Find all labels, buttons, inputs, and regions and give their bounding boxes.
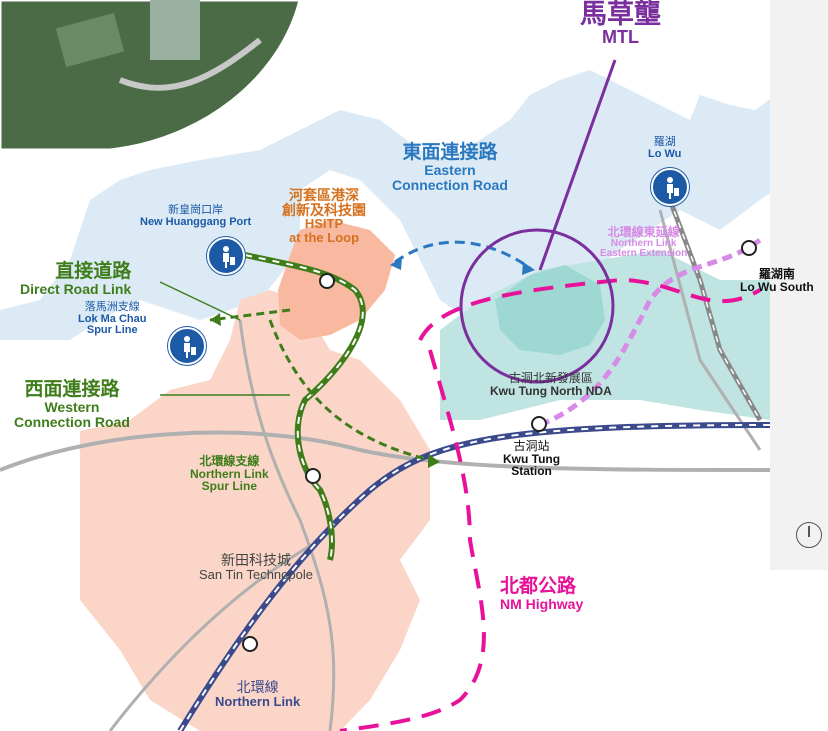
inset-building-a xyxy=(55,12,125,68)
nm-highway-south xyxy=(339,349,486,731)
traveller-icon xyxy=(184,336,196,358)
terrain-cutoff xyxy=(770,570,828,731)
san-tin-zh: 新田科技城 xyxy=(220,552,291,568)
lok-ma-chau-en2: Spur Line xyxy=(86,324,138,337)
mtl-pointer-line xyxy=(538,59,617,271)
northern-link-line-dash xyxy=(179,424,771,731)
road-west xyxy=(108,538,321,731)
eastern-connection-road-label: 東面連接路 Eastern Connection Road xyxy=(392,143,508,192)
compass-icon xyxy=(796,522,822,548)
lo-wu-south-station[interactable] xyxy=(741,240,757,256)
hsitp-en2: at the Loop xyxy=(288,230,360,246)
kwu-tung-nda-label: 古洞北新發展區 Kwu Tung North NDA xyxy=(490,372,612,397)
traveller-icon xyxy=(667,177,679,199)
kwu-tung-nda-en: Kwu Tung North NDA xyxy=(490,383,612,398)
lok-ma-chau-en1: Lok Ma Chau xyxy=(78,312,147,325)
direct-road-arrowhead xyxy=(210,313,221,326)
eastern-ext-en1: Northern Link xyxy=(610,237,677,249)
kwu-tung-station-marker[interactable] xyxy=(531,416,547,432)
road-main xyxy=(0,430,771,472)
western-road-en1: Western xyxy=(44,398,100,415)
direct-road-zh: 直接道路 xyxy=(55,261,132,282)
eastern-ext-zh: 北環線東延線 xyxy=(607,225,680,239)
eastern-road-en1: Eastern xyxy=(424,161,476,178)
direct-road-link-label: 直接道路 Direct Road Link xyxy=(20,262,131,297)
mtl-land xyxy=(495,265,605,355)
lo-wu-button[interactable] xyxy=(651,168,689,206)
kwu-tung-station-zh: 古洞站 xyxy=(513,439,550,453)
direct-road-en: Direct Road Link xyxy=(20,280,132,297)
western-road-en2: Connection Road xyxy=(14,413,130,430)
san-tin-technopole-area xyxy=(80,290,430,731)
northern-link-en: Northern Link xyxy=(215,693,301,709)
nm-highway-label: 北都公路 NM Highway xyxy=(500,577,583,612)
lo-wu-zh: 羅湖 xyxy=(653,136,676,148)
kwu-tung-station-label: 古洞站 Kwu Tung Station xyxy=(503,440,560,478)
hsitp-en1: HSITP xyxy=(304,216,344,232)
huanggang-port-button[interactable] xyxy=(207,237,245,275)
nm-highway-en: NM Highway xyxy=(500,595,584,612)
road-lo-wu xyxy=(658,209,762,451)
lo-wu-south-label: 羅湖南 Lo Wu South xyxy=(740,268,814,293)
eastern-extension-label: 北環線東延線 Northern Link Eastern Extension xyxy=(600,226,687,260)
san-tin-en: San Tin Technopole xyxy=(199,566,313,582)
lo-wu-south-en: Lo Wu South xyxy=(740,279,814,294)
hsitp-zh2: 創新及科技園 xyxy=(282,201,366,218)
hsitp-station[interactable] xyxy=(319,273,335,289)
mtl-label: 馬草壟 MTL xyxy=(580,0,661,47)
eastern-road-arrowhead-west xyxy=(390,257,402,270)
western-connection-road-label: 西面連接路 Western Connection Road xyxy=(14,380,130,429)
eastern-road-en2: Connection Road xyxy=(392,176,508,193)
huanggang-zh: 新皇崗口岸 xyxy=(168,204,224,216)
san-tin-station[interactable] xyxy=(242,636,258,652)
direct-road-link-line xyxy=(209,308,291,322)
huanggang-en: New Huanggang Port xyxy=(140,215,252,228)
eastern-connection-road-line xyxy=(394,240,531,270)
kwu-tung-station-en2: Station xyxy=(511,464,552,479)
hsitp-label: 河套區港深 創新及科技園 HSITP at the Loop xyxy=(282,188,366,245)
spur-line-en2: Spur Line xyxy=(201,479,257,494)
inset-building-b xyxy=(150,0,200,60)
lok-ma-chau-label: 落馬洲支線 Lok Ma Chau Spur Line xyxy=(78,301,147,337)
huanggang-label: 新皇崗口岸 New Huanggang Port xyxy=(140,204,252,228)
lok-ma-chau-button[interactable] xyxy=(168,327,206,365)
spur-line-en1: Northern Link xyxy=(190,466,269,481)
lo-wu-en: Lo Wu xyxy=(648,147,682,160)
mtl-zh: 馬草壟 xyxy=(580,0,661,29)
eastern-ext-en2: Eastern Extension xyxy=(600,248,688,260)
mtl-circle xyxy=(459,228,615,384)
direct-road-leader xyxy=(159,281,241,321)
lo-wu-south-zh: 羅湖南 xyxy=(758,267,795,281)
hsitp-zh1: 河套區港深 xyxy=(289,187,359,203)
western-road-arrowhead xyxy=(428,454,440,468)
northern-link-eastern-extension xyxy=(539,237,762,428)
spur-line-zh: 北環線支線 xyxy=(199,454,260,468)
eastern-road-arrowhead-east xyxy=(522,262,535,275)
spur-line-label: 北環線支線 Northern Link Spur Line xyxy=(190,455,269,493)
lo-wu-label: 羅湖 Lo Wu xyxy=(648,136,682,160)
road-north-south xyxy=(238,319,336,731)
eastern-road-zh: 東面連接路 xyxy=(402,142,498,163)
nm-highway-north xyxy=(418,277,762,341)
san-tin-label: 新田科技城 San Tin Technopole xyxy=(199,553,313,581)
northern-link-label: 北環線 Northern Link xyxy=(215,680,300,708)
traveller-icon xyxy=(223,246,235,268)
inset-road xyxy=(118,37,262,91)
spur-line-station[interactable] xyxy=(305,468,321,484)
kwu-tung-nda-zh: 古洞北新發展區 xyxy=(508,371,593,385)
east-rail-line-dash xyxy=(669,199,761,421)
western-connection-road-line xyxy=(268,319,431,462)
nm-highway-zh: 北都公路 xyxy=(500,576,577,597)
northern-link-zh: 北環線 xyxy=(236,679,279,695)
mtl-en: MTL xyxy=(602,27,639,48)
kwu-tung-station-en1: Kwu Tung xyxy=(503,451,561,466)
western-road-zh: 西面連接路 xyxy=(24,379,120,400)
lok-ma-chau-zh: 落馬洲支線 xyxy=(84,301,140,313)
